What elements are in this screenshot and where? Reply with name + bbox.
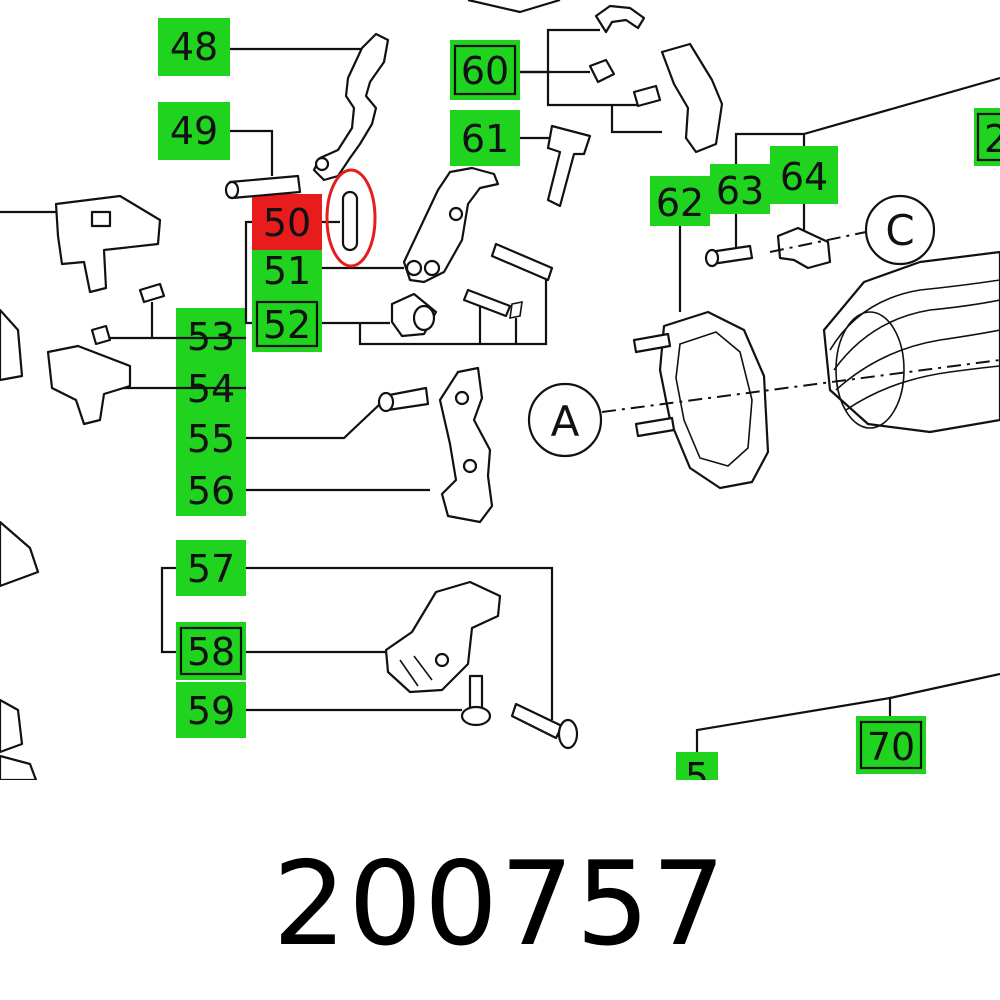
callout-55[interactable]: 55 bbox=[176, 412, 246, 464]
callout-60[interactable]: 60 bbox=[450, 40, 520, 100]
svg-text:52: 52 bbox=[263, 303, 311, 347]
callout-70[interactable]: 70 bbox=[856, 716, 926, 774]
slide-switch-58 bbox=[384, 580, 502, 694]
svg-text:48: 48 bbox=[170, 25, 218, 69]
svg-text:A: A bbox=[551, 397, 580, 446]
svg-text:51: 51 bbox=[263, 249, 311, 293]
callout-64[interactable]: 64 bbox=[770, 146, 838, 204]
switch-housing-56 bbox=[438, 366, 494, 524]
spring-pin-50 bbox=[341, 190, 359, 252]
callout-53[interactable]: 53 bbox=[176, 308, 246, 364]
callout-51[interactable]: 51 bbox=[252, 249, 322, 296]
callout-63[interactable]: 63 bbox=[710, 164, 770, 214]
callout-56[interactable]: 56 bbox=[176, 464, 246, 516]
callout-61[interactable]: 61 bbox=[450, 110, 520, 166]
centerline-a bbox=[601, 359, 1000, 413]
reference-marker-a: A bbox=[527, 382, 603, 458]
edge-part-4 bbox=[0, 754, 38, 780]
callout-58[interactable]: 58 bbox=[176, 622, 246, 680]
callout-59[interactable]: 59 bbox=[176, 682, 246, 738]
svg-text:2: 2 bbox=[984, 117, 1000, 161]
centerline-c bbox=[769, 231, 867, 253]
bracket-64 bbox=[776, 226, 832, 270]
callout-52[interactable]: 52 bbox=[252, 296, 322, 352]
screw-57 bbox=[510, 702, 564, 740]
svg-text:64: 64 bbox=[780, 155, 828, 199]
svg-text:5: 5 bbox=[685, 755, 709, 780]
svg-text:60: 60 bbox=[461, 49, 509, 93]
pin-60 bbox=[588, 58, 616, 84]
clip-54 bbox=[46, 344, 132, 426]
svg-text:55: 55 bbox=[187, 417, 235, 461]
svg-text:49: 49 bbox=[170, 109, 218, 153]
part-number: 200757 bbox=[272, 837, 728, 972]
exploded-parts-diagram: 48 49 50 51 52 53 54 55 56 57 58 bbox=[0, 0, 1000, 780]
svg-text:70: 70 bbox=[867, 725, 915, 769]
callout-50[interactable]: 50 bbox=[252, 194, 322, 250]
edge-part-1 bbox=[0, 308, 24, 382]
callout-49[interactable]: 49 bbox=[158, 102, 230, 160]
clip-60 bbox=[594, 4, 646, 34]
screw-small bbox=[138, 282, 166, 304]
edge-part-3 bbox=[0, 698, 24, 754]
housing-edge-top bbox=[467, 0, 561, 14]
pin-small bbox=[462, 288, 512, 318]
svg-text:56: 56 bbox=[187, 469, 235, 513]
callout-62[interactable]: 62 bbox=[650, 176, 710, 226]
callout-2[interactable]: 2 bbox=[974, 108, 1000, 166]
plug-61 bbox=[546, 124, 592, 208]
svg-text:58: 58 bbox=[187, 630, 235, 674]
svg-text:59: 59 bbox=[187, 689, 235, 733]
pin-long bbox=[490, 242, 554, 282]
svg-text:61: 61 bbox=[461, 117, 509, 161]
svg-text:C: C bbox=[885, 206, 914, 255]
leader-lines bbox=[104, 28, 1000, 752]
callout-48[interactable]: 48 bbox=[158, 18, 230, 76]
svg-text:50: 50 bbox=[263, 201, 311, 245]
svg-text:63: 63 bbox=[716, 169, 764, 213]
edge-part-2 bbox=[0, 520, 40, 588]
svg-text:57: 57 bbox=[187, 547, 235, 591]
armature bbox=[822, 250, 1000, 434]
knob-60 bbox=[660, 42, 724, 154]
bracket-left bbox=[54, 194, 162, 294]
rocker-link bbox=[402, 166, 500, 284]
screw-53 bbox=[90, 324, 112, 346]
screw-60 bbox=[632, 84, 662, 108]
svg-text:62: 62 bbox=[656, 181, 704, 225]
highlight-ring bbox=[325, 168, 377, 268]
reference-marker-c: C bbox=[864, 194, 936, 266]
trigger-lever bbox=[312, 32, 390, 182]
callout-5[interactable]: 5 bbox=[676, 752, 718, 780]
callout-57[interactable]: 57 bbox=[176, 540, 246, 596]
